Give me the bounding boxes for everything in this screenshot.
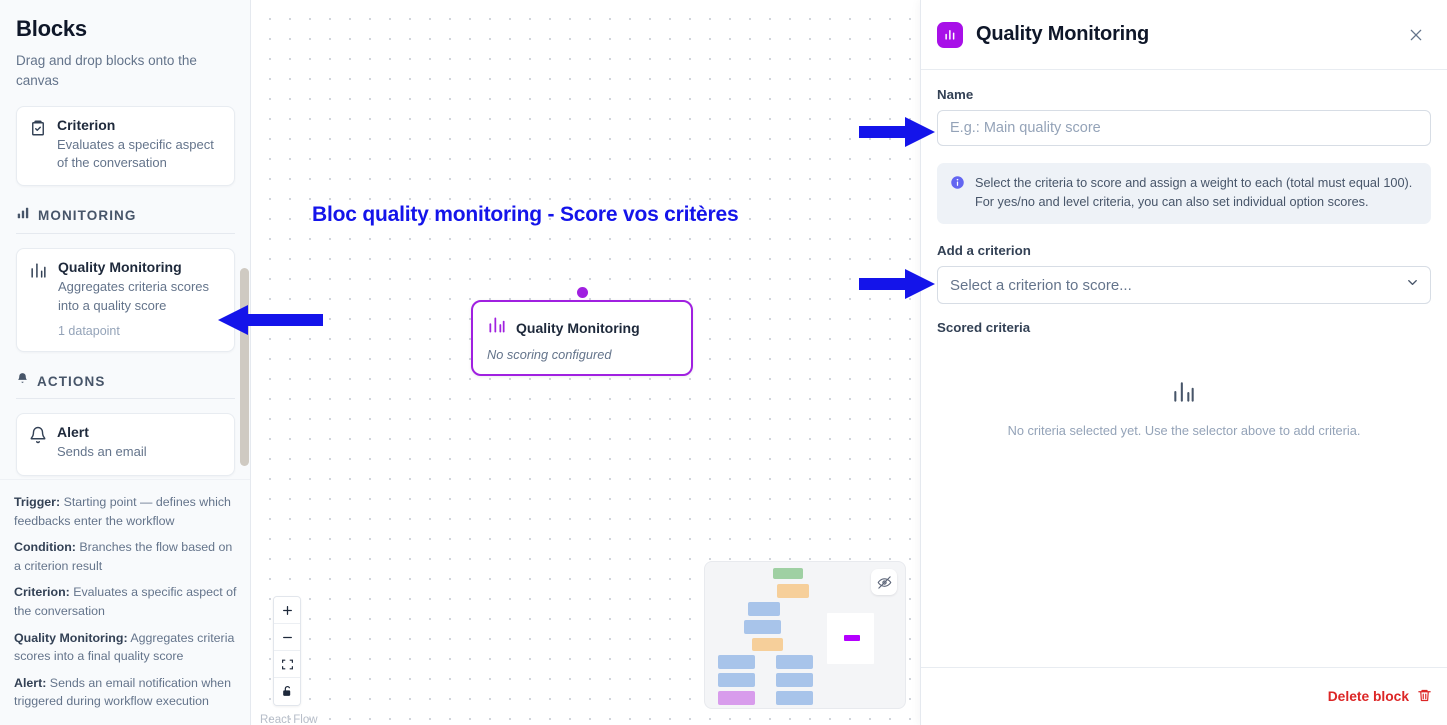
node-target-handle[interactable] bbox=[577, 287, 588, 298]
block-card-alert[interactable]: Alert Sends an email bbox=[16, 413, 235, 476]
blocks-legend: Trigger: Starting point — defines which … bbox=[0, 478, 250, 725]
page-title: Blocks bbox=[16, 16, 87, 41]
legend-text: Evaluates a specific aspect of the conve… bbox=[14, 585, 237, 618]
criterion-select[interactable]: Select a criterion to score... bbox=[937, 266, 1431, 305]
minimap-node bbox=[718, 655, 755, 669]
legend-item-trigger: Trigger: Starting point — defines which … bbox=[14, 493, 237, 530]
block-card-description: Aggregates criteria scores into a qualit… bbox=[58, 279, 210, 313]
minimap-viewport[interactable] bbox=[827, 613, 874, 664]
legend-text: Sends an email notification when trigger… bbox=[14, 675, 231, 709]
legend-text: Starting point — defines which feedbacks… bbox=[14, 494, 231, 528]
flow-node-subtitle: No scoring configured bbox=[487, 347, 612, 362]
delete-block-button[interactable]: Delete block bbox=[1328, 688, 1432, 706]
info-banner-text: Select the criteria to score and assign … bbox=[975, 176, 1413, 210]
minimap-node bbox=[773, 568, 803, 579]
info-icon bbox=[950, 175, 965, 195]
block-card-criterion[interactable]: Criterion Evaluates a specific aspect of… bbox=[16, 105, 235, 187]
legend-item-criterion: Criterion: Evaluates a specific aspect o… bbox=[14, 583, 237, 620]
minimap-viewport-node bbox=[844, 635, 860, 641]
bar-chart-icon bbox=[29, 261, 48, 285]
block-card-quality-monitoring[interactable]: Quality Monitoring Aggregates criteria s… bbox=[16, 248, 235, 353]
scored-criteria-label: Scored criteria bbox=[937, 320, 1031, 336]
block-card-title: Criterion bbox=[57, 116, 116, 133]
add-criterion-label: Add a criterion bbox=[937, 243, 1031, 259]
legend-term: Trigger: bbox=[14, 494, 61, 509]
legend-term: Quality Monitoring: bbox=[14, 630, 128, 645]
minimap-node bbox=[777, 584, 809, 598]
eye-off-icon[interactable] bbox=[871, 569, 897, 595]
flow-minimap[interactable] bbox=[704, 561, 906, 709]
bar-chart-icon bbox=[1171, 382, 1197, 409]
block-config-panel: Quality Monitoring Name Select the crite… bbox=[920, 0, 1447, 725]
name-input[interactable] bbox=[937, 110, 1431, 146]
block-card-description: Evaluates a specific aspect of the conve… bbox=[57, 136, 214, 170]
criterion-select-wrap: Select a criterion to score... bbox=[937, 266, 1431, 305]
block-card-title: Alert bbox=[57, 424, 89, 441]
legend-term: Criterion: bbox=[14, 585, 70, 600]
legend-term: Condition: bbox=[14, 540, 76, 555]
minimap-node bbox=[718, 691, 755, 705]
bar-chart-icon bbox=[937, 21, 963, 48]
minimap-node bbox=[776, 691, 813, 705]
minimap-node bbox=[744, 620, 781, 634]
minimap-node bbox=[748, 602, 780, 616]
delete-block-label: Delete block bbox=[1327, 689, 1409, 704]
panel-body: Name Select the criteria to score and as… bbox=[921, 70, 1447, 666]
bar-chart-icon bbox=[16, 206, 30, 225]
blocks-sidebar: Blocks Drag and drop blocks onto the can… bbox=[0, 0, 251, 725]
legend-item-condition: Condition: Branches the flow based on a … bbox=[14, 538, 237, 575]
clipboard-check-icon bbox=[29, 119, 47, 142]
panel-footer: Delete block bbox=[921, 667, 1447, 725]
empty-state-text: No criteria selected yet. Use the select… bbox=[1007, 423, 1361, 439]
flow-node-title: Quality Monitoring bbox=[516, 319, 640, 336]
react-flow-attribution[interactable]: React Flow bbox=[260, 714, 318, 725]
legend-item-quality-monitoring: Quality Monitoring: Aggregates criteria … bbox=[14, 629, 237, 666]
bell-icon bbox=[29, 426, 47, 449]
canvas-title-label: Bloc quality monitoring - Score vos crit… bbox=[312, 203, 739, 226]
section-header-actions: ACTIONS bbox=[16, 372, 235, 400]
section-header-monitoring: MONITORING bbox=[16, 206, 235, 235]
flow-node-quality-monitoring[interactable]: Quality Monitoring No scoring configured bbox=[471, 300, 693, 376]
legend-item-alert: Alert: Sends an email notification when … bbox=[14, 674, 237, 711]
name-field-label: Name bbox=[937, 87, 974, 102]
sidebar-scrollbar-thumb[interactable] bbox=[240, 268, 249, 466]
bar-chart-icon bbox=[487, 315, 507, 340]
minimap-node bbox=[752, 638, 783, 651]
sidebar-subtitle: Drag and drop blocks onto the canvas bbox=[16, 53, 197, 89]
trash-icon bbox=[1417, 688, 1432, 706]
legend-text: Aggregates criteria scores into a final … bbox=[14, 630, 235, 664]
panel-title: Quality Monitoring bbox=[976, 23, 1150, 45]
sidebar-scroll-area[interactable]: Blocks Drag and drop blocks onto the can… bbox=[0, 0, 250, 481]
scored-criteria-empty-state: No criteria selected yet. Use the select… bbox=[937, 379, 1431, 438]
block-card-meta: 1 datapoint bbox=[58, 324, 120, 339]
flow-controls bbox=[273, 596, 301, 706]
section-label: ACTIONS bbox=[37, 373, 106, 389]
block-card-title: Quality Monitoring bbox=[58, 259, 182, 276]
block-card-description: Sends an email bbox=[57, 444, 147, 460]
bell-icon bbox=[16, 372, 29, 390]
fit-view-button[interactable] bbox=[274, 651, 300, 678]
section-label: MONITORING bbox=[38, 208, 137, 224]
minimap-node bbox=[776, 655, 813, 669]
info-banner: Select the criteria to score and assign … bbox=[937, 163, 1431, 225]
flow-canvas[interactable]: Bloc quality monitoring - Score vos crit… bbox=[251, 0, 920, 725]
lock-button[interactable] bbox=[274, 678, 300, 705]
legend-text: Branches the flow based on a criterion r… bbox=[14, 540, 233, 573]
minimap-node bbox=[718, 673, 755, 687]
zoom-in-button[interactable] bbox=[274, 597, 300, 624]
zoom-out-button[interactable] bbox=[274, 624, 300, 651]
legend-term: Alert: bbox=[14, 675, 47, 690]
minimap-node bbox=[776, 673, 813, 687]
close-icon[interactable] bbox=[1405, 24, 1427, 46]
panel-header: Quality Monitoring bbox=[921, 0, 1447, 70]
